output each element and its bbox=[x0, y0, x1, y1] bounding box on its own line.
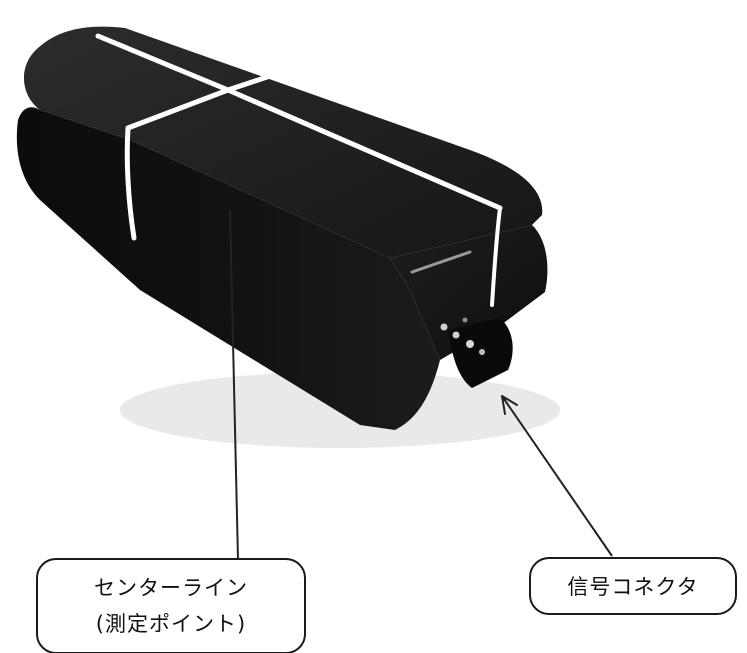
signal-connector-callout-label: 信号コネクタ bbox=[567, 575, 699, 599]
center-line-callout-subtitle: (測定ポイント) bbox=[95, 612, 247, 636]
connector-pin-4 bbox=[479, 349, 485, 355]
connector-pin-1 bbox=[440, 323, 448, 331]
signal-connector-callout: 信号コネクタ bbox=[529, 557, 737, 615]
sensor-front-face bbox=[16, 107, 440, 431]
connector-pin-5 bbox=[462, 317, 468, 323]
end-face-marking bbox=[490, 206, 502, 307]
end-face-edge-highlight bbox=[410, 250, 472, 274]
center-line-leader bbox=[229, 209, 239, 561]
signal-connector-arrowhead bbox=[501, 395, 518, 415]
top-transverse-marking bbox=[125, 63, 303, 131]
signal-connector-leader bbox=[501, 395, 613, 557]
sensor-end-face bbox=[390, 225, 548, 360]
sensor-top-face bbox=[23, 26, 543, 258]
front-center-marking bbox=[124, 125, 137, 241]
connector-pin-3 bbox=[466, 340, 474, 348]
center-line-callout: センターライン (測定ポイント) bbox=[36, 558, 306, 653]
center-line-callout-title: センターライン bbox=[94, 576, 248, 600]
connector-pin-2 bbox=[452, 331, 460, 339]
